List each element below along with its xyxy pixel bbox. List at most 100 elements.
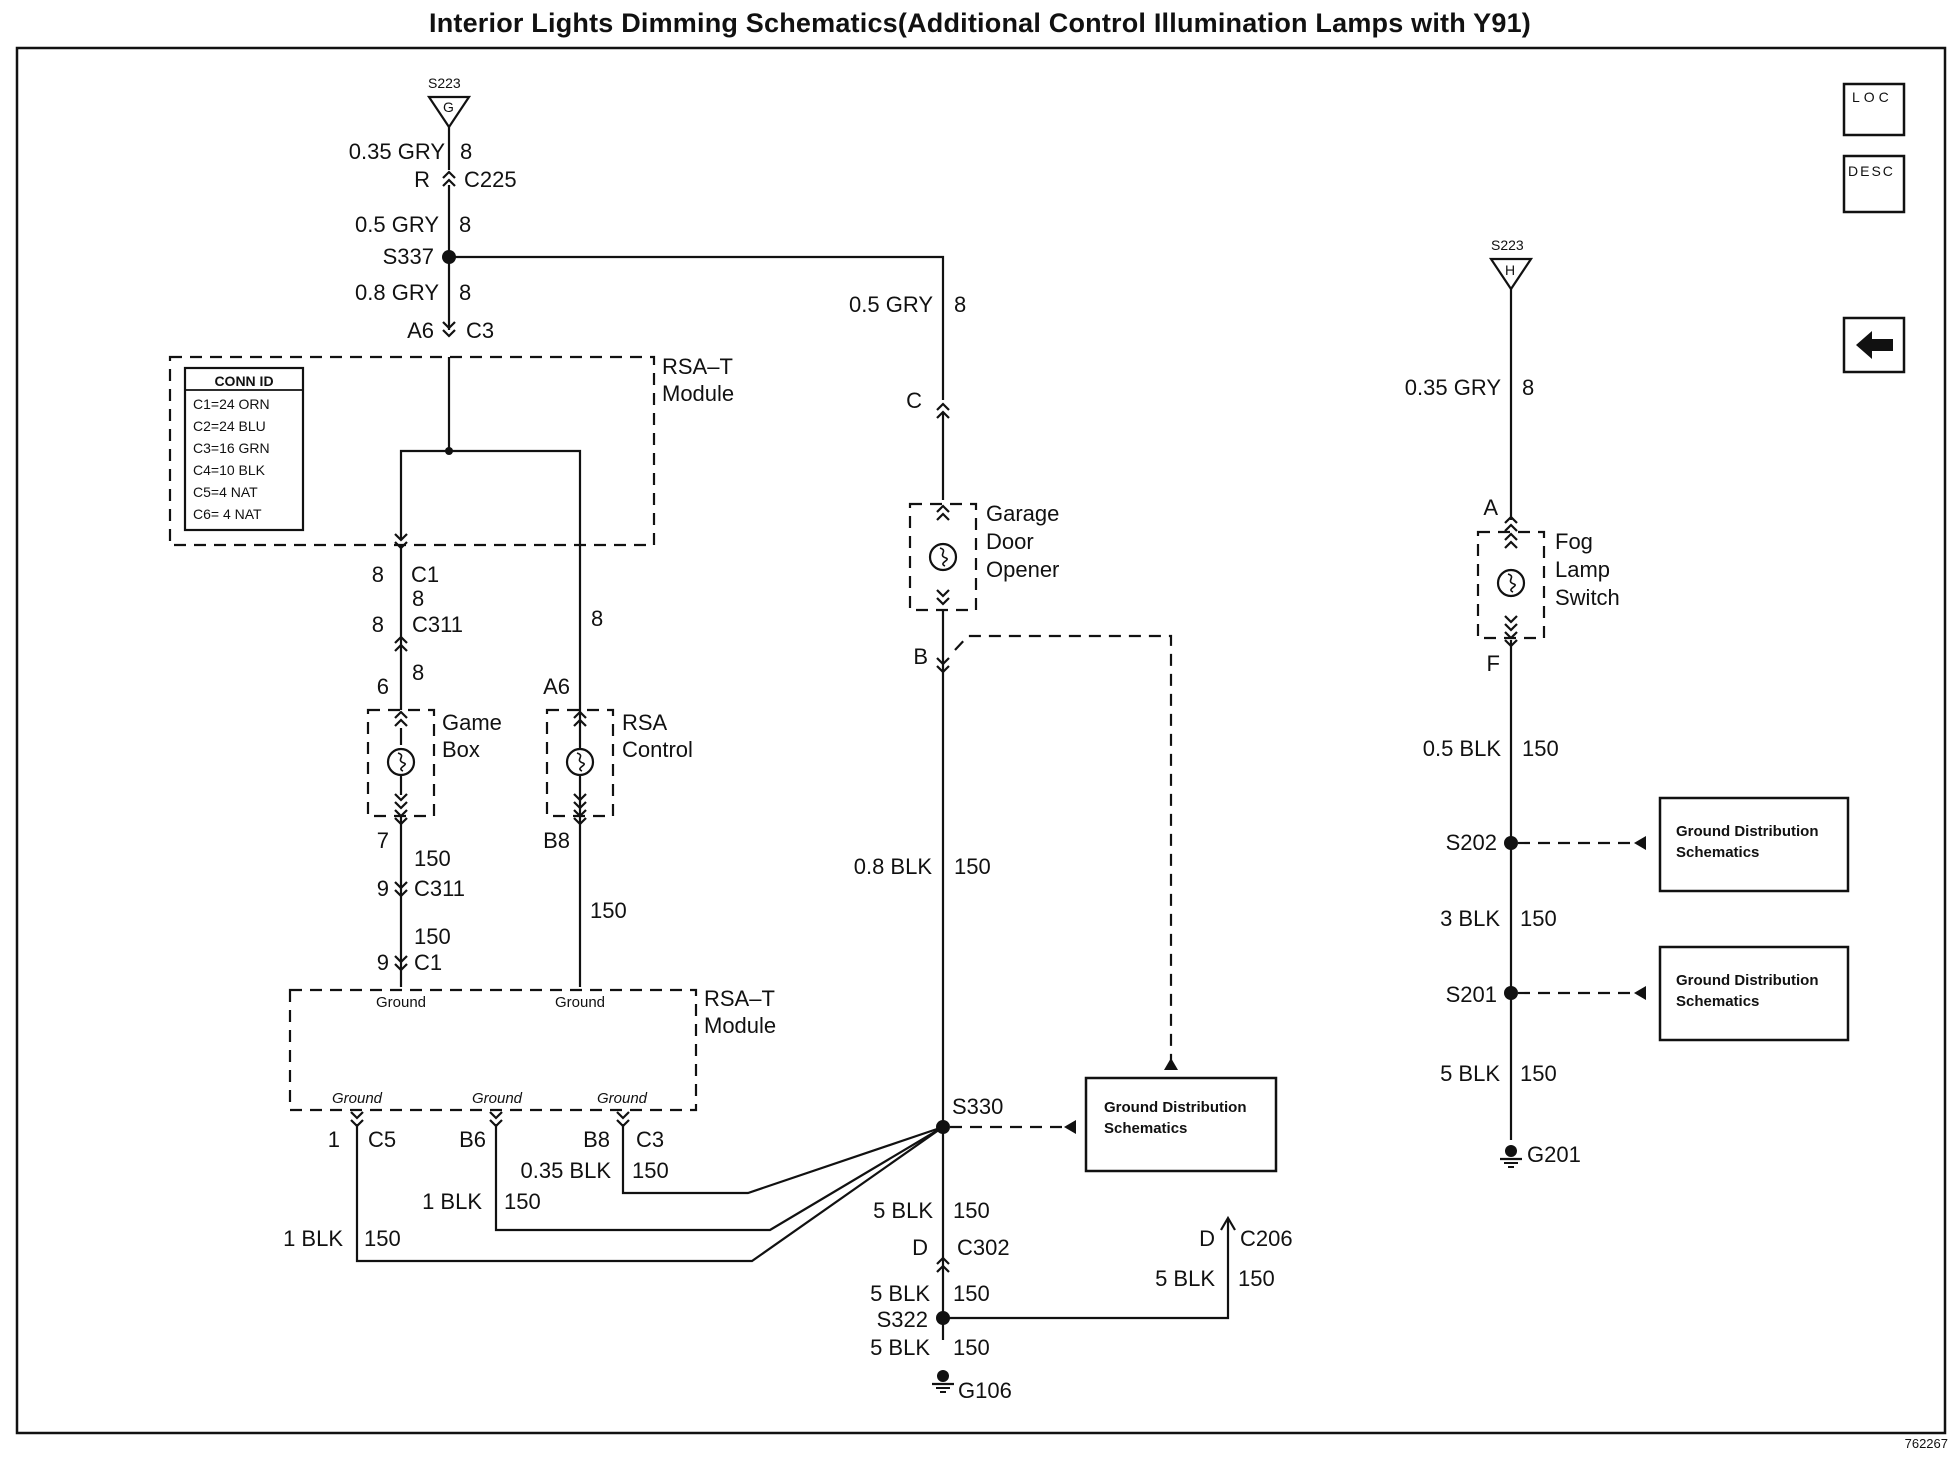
svg-text:C206: C206 [1240, 1226, 1293, 1251]
svg-text:S322: S322 [877, 1307, 928, 1332]
svg-text:RSA–T: RSA–T [704, 986, 775, 1011]
svg-text:150: 150 [414, 924, 451, 949]
svg-text:8: 8 [372, 562, 384, 587]
svg-text:Schematics: Schematics [1676, 993, 1759, 1010]
s202-splice [1504, 836, 1518, 850]
svg-text:8: 8 [459, 212, 471, 237]
svg-text:8: 8 [1522, 375, 1534, 400]
svg-text:0.35 GRY: 0.35 GRY [349, 139, 446, 164]
svg-text:Ground Distribution: Ground Distribution [1104, 1099, 1246, 1116]
svg-text:150: 150 [1520, 906, 1557, 931]
svg-text:C1=24 ORN: C1=24 ORN [193, 396, 270, 412]
svg-text:0.35 GRY: 0.35 GRY [1405, 375, 1502, 400]
svg-text:Ground: Ground [472, 1090, 523, 1107]
svg-text:S337: S337 [383, 244, 434, 269]
svg-text:A: A [1483, 495, 1498, 520]
svg-text:G201: G201 [1527, 1142, 1581, 1167]
svg-text:0.5 BLK: 0.5 BLK [1423, 736, 1502, 761]
g201-ground-icon [1498, 1143, 1524, 1169]
svg-text:8: 8 [459, 280, 471, 305]
svg-text:Ground Distribution: Ground Distribution [1676, 823, 1818, 840]
svg-text:C311: C311 [414, 876, 465, 901]
ground-distribution-schematics-link-mid[interactable]: Ground Distribution Schematics [1084, 1076, 1278, 1173]
svg-text:0.5 GRY: 0.5 GRY [355, 212, 439, 237]
ground-distribution-schematics-link-s201[interactable]: Ground Distribution Schematics [1658, 945, 1850, 1042]
svg-text:150: 150 [953, 1198, 990, 1223]
svg-text:Schematics: Schematics [1676, 844, 1759, 861]
lamp-icon [928, 542, 958, 572]
rsa-t-module-upper [168, 355, 656, 547]
svg-text:C6= 4 NAT: C6= 4 NAT [193, 506, 262, 522]
svg-text:150: 150 [504, 1189, 541, 1214]
svg-text:Garage: Garage [986, 501, 1059, 526]
svg-text:9: 9 [377, 876, 389, 901]
svg-text:Ground Distribution: Ground Distribution [1676, 972, 1818, 989]
svg-text:B8: B8 [583, 1127, 610, 1152]
back-arrow-button[interactable] [1842, 316, 1906, 374]
svg-text:Module: Module [662, 381, 734, 406]
svg-text:0.5 GRY: 0.5 GRY [849, 292, 933, 317]
svg-text:C2=24 BLU: C2=24 BLU [193, 418, 266, 434]
svg-text:S201: S201 [1446, 982, 1497, 1007]
svg-text:150: 150 [954, 854, 991, 879]
svg-text:C5=4 NAT: C5=4 NAT [193, 484, 258, 500]
svg-text:S223: S223 [428, 75, 461, 91]
svg-text:Opener: Opener [986, 557, 1059, 582]
svg-text:5 BLK: 5 BLK [870, 1335, 930, 1360]
svg-text:150: 150 [632, 1158, 669, 1183]
svg-text:8: 8 [460, 139, 472, 164]
svg-text:5 BLK: 5 BLK [1155, 1266, 1215, 1291]
svg-text:B6: B6 [459, 1127, 486, 1152]
svg-text:6: 6 [377, 674, 389, 699]
c225-connector [441, 170, 457, 188]
svg-text:0.8 BLK: 0.8 BLK [854, 854, 933, 879]
svg-text:D: D [1199, 1226, 1215, 1251]
svg-text:1 BLK: 1 BLK [422, 1189, 482, 1214]
svg-text:RSA: RSA [622, 710, 668, 735]
svg-text:RSA–T: RSA–T [662, 354, 733, 379]
svg-text:1 BLK: 1 BLK [283, 1226, 343, 1251]
svg-text:8: 8 [954, 292, 966, 317]
svg-text:Ground: Ground [597, 1090, 648, 1107]
svg-text:C5: C5 [368, 1127, 396, 1152]
svg-text:5 BLK: 5 BLK [870, 1281, 930, 1306]
desc-button-label: DESC [1848, 163, 1895, 179]
diagram-frame [15, 46, 1947, 1435]
svg-text:5 BLK: 5 BLK [873, 1198, 933, 1223]
fog-lamp-switch-lamp [1476, 530, 1546, 640]
svg-text:8: 8 [412, 660, 424, 685]
svg-text:R: R [414, 167, 430, 192]
svg-text:Lamp: Lamp [1555, 557, 1610, 582]
svg-text:C302: C302 [957, 1235, 1010, 1260]
page-title: Interior Lights Dimming Schematics(Addit… [429, 8, 1531, 38]
svg-text:Schematics: Schematics [1104, 1120, 1187, 1137]
svg-text:5 BLK: 5 BLK [1440, 1061, 1500, 1086]
svg-text:150: 150 [953, 1335, 990, 1360]
desc-button[interactable]: DESC [1842, 154, 1906, 214]
conn-id-table: CONN ID C1=24 ORN C2=24 BLU C3=16 GRN C4… [183, 366, 305, 532]
svg-text:7: 7 [377, 828, 389, 853]
svg-text:C1: C1 [411, 562, 439, 587]
svg-text:B: B [913, 644, 928, 669]
svg-text:Fog: Fog [1555, 529, 1593, 554]
svg-text:8: 8 [412, 586, 424, 611]
lamp-icon [386, 747, 416, 777]
svg-text:150: 150 [1522, 736, 1559, 761]
svg-text:C3: C3 [636, 1127, 664, 1152]
svg-text:9: 9 [377, 950, 389, 975]
svg-text:S202: S202 [1446, 830, 1497, 855]
svg-text:C311: C311 [412, 612, 463, 637]
svg-text:Switch: Switch [1555, 585, 1620, 610]
s330-splice [936, 1120, 950, 1134]
svg-text:Ground: Ground [376, 994, 426, 1011]
svg-text:150: 150 [590, 898, 627, 923]
svg-text:Control: Control [622, 737, 693, 762]
svg-text:150: 150 [953, 1281, 990, 1306]
back-arrow-icon [1856, 331, 1893, 359]
svg-text:S223: S223 [1491, 237, 1524, 253]
loc-button-label: LOC [1852, 89, 1893, 105]
svg-text:150: 150 [1520, 1061, 1557, 1086]
svg-text:H: H [1505, 262, 1515, 278]
loc-button[interactable]: LOC [1842, 82, 1906, 137]
ground-distribution-schematics-link-s202[interactable]: Ground Distribution Schematics [1658, 796, 1850, 893]
